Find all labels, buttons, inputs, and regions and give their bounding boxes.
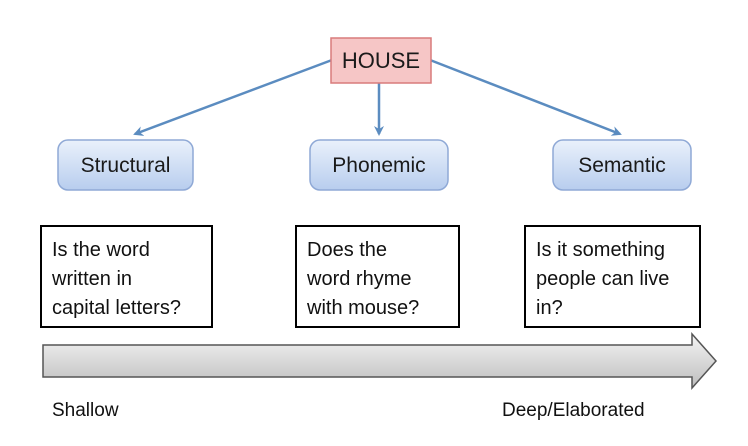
- connector-arrows: [133, 58, 622, 136]
- level-node-box: [309, 139, 449, 191]
- level-node-label: Phonemic: [332, 154, 425, 177]
- question-line: Does the: [307, 239, 387, 261]
- root-node-label: HOUSE: [342, 48, 420, 73]
- level-node-box: [552, 139, 692, 191]
- question-box-border: [40, 225, 213, 328]
- question-box-phonemic: Does the word rhyme with mouse?: [295, 225, 460, 328]
- depth-axis-end-label: Deep/Elaborated: [502, 400, 645, 421]
- level-node-label: Structural: [81, 154, 171, 177]
- question-line: Is it something: [536, 239, 665, 261]
- depth-axis-start-label: Shallow: [52, 400, 119, 421]
- question-line: written in: [51, 268, 132, 290]
- depth-axis-arrow: [42, 332, 718, 390]
- question-line: capital letters?: [52, 297, 181, 319]
- level-node-structural: Structural: [57, 139, 194, 191]
- question-line: in?: [536, 297, 563, 319]
- arrow-to-structural: [133, 58, 333, 136]
- arrow-to-semantic: [429, 58, 622, 136]
- question-line: Is the word: [52, 239, 150, 261]
- question-box-structural: Is the word written in capital letters?: [40, 225, 213, 328]
- question-line: people can live: [536, 268, 669, 290]
- level-node-label: Semantic: [578, 154, 666, 177]
- level-node-phonemic: Phonemic: [309, 139, 449, 191]
- root-node-house: HOUSE: [330, 37, 432, 84]
- question-line: word rhyme: [306, 268, 411, 290]
- level-node-semantic: Semantic: [552, 139, 692, 191]
- question-line: with mouse?: [306, 297, 419, 319]
- question-box-border: [295, 225, 460, 328]
- depth-axis-arrow-shape: [42, 332, 718, 390]
- question-box-semantic: Is it something people can live in?: [524, 225, 701, 328]
- level-node-box: [57, 139, 194, 191]
- question-box-border: [524, 225, 701, 328]
- root-node-box: [330, 37, 432, 84]
